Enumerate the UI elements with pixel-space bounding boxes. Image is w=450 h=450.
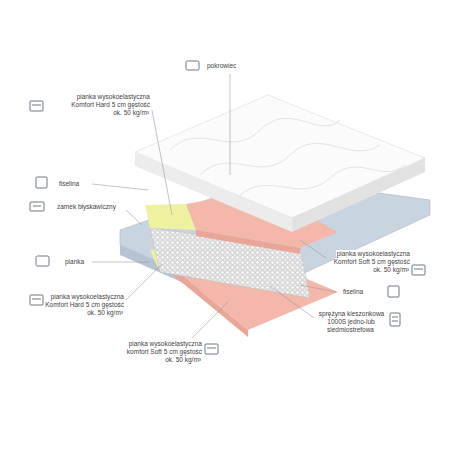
part-label: pianka wysokoelastyczna Komfort Hard 5 c… bbox=[42, 293, 124, 316]
label-text: pianka wysokoelastyczna Komfort Hard 5 c… bbox=[71, 93, 150, 116]
label-text: fiselina bbox=[58, 180, 80, 187]
label-text: pianka bbox=[64, 258, 85, 265]
cover-side-right bbox=[292, 158, 425, 232]
label-text: pianka wysokoelastyczna komfort Soft 5 c… bbox=[127, 340, 202, 363]
cover-quilting bbox=[170, 118, 405, 195]
label-text: pokrowiec bbox=[206, 62, 237, 69]
part-label: pianka wysokoelastyczna komfort Soft 5 c… bbox=[118, 340, 202, 363]
part-label: pianka wysokoelastyczna Komfort Soft 5 c… bbox=[326, 250, 410, 273]
cover-top bbox=[135, 95, 425, 218]
part-label: zamek błyskawiczny bbox=[56, 203, 136, 211]
part-label: sprężyna kieszonkowa 1000S jedno-lub sie… bbox=[316, 310, 386, 333]
label-text: sprężyna kieszonkowa 1000S jedno-lub sie… bbox=[318, 310, 384, 333]
label-text: pianka wysokoelastyczna Komfort Hard 5 c… bbox=[45, 293, 124, 316]
part-label: pokrowiec bbox=[206, 62, 266, 70]
part-label: pianka wysokoelastyczna Komfort Hard 5 c… bbox=[68, 93, 150, 116]
label-text: zamek błyskawiczny bbox=[56, 203, 117, 210]
part-label: pianka bbox=[64, 258, 104, 266]
part-label: fiselina bbox=[58, 180, 98, 188]
layer-icons bbox=[30, 61, 425, 354]
upper-foam-side bbox=[196, 230, 300, 254]
label-text: pianka wysokoelastyczna Komfort Soft 5 c… bbox=[334, 250, 410, 273]
label-text: fiselina bbox=[342, 288, 364, 295]
cover-side-left bbox=[135, 152, 292, 232]
part-label: fiselina bbox=[342, 288, 386, 296]
